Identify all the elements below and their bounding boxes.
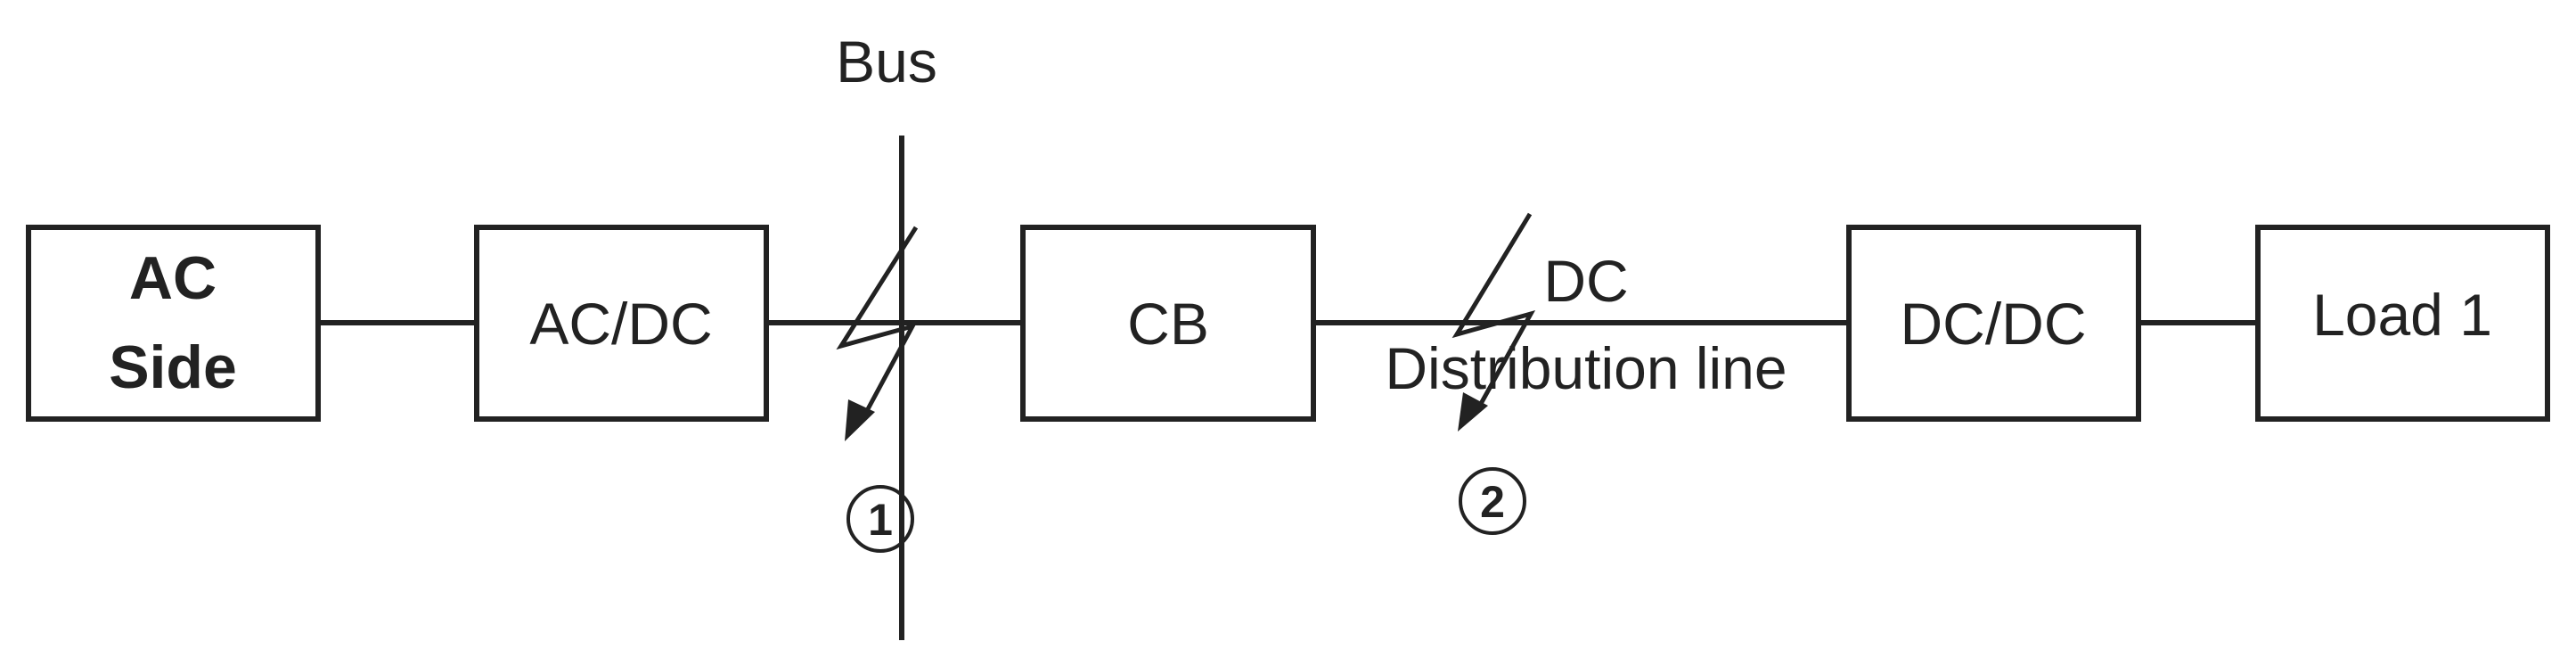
ac-side-block: AC Side bbox=[26, 225, 321, 422]
dcdc-label: DC/DC bbox=[1901, 291, 2087, 357]
cb-label: CB bbox=[1127, 291, 1209, 357]
fault-2-icon bbox=[1452, 212, 1536, 432]
fault-1-number: 1 bbox=[868, 495, 893, 545]
fault-1-icon bbox=[836, 226, 919, 441]
ac-side-label-line1: AC bbox=[129, 244, 217, 312]
acdc-label: AC/DC bbox=[529, 291, 712, 357]
dc-line-label: DC bbox=[1543, 248, 1628, 314]
acdc-converter-block: AC/DC bbox=[474, 225, 769, 422]
fault-2-marker: 2 bbox=[1459, 467, 1526, 535]
distribution-line-label: Distribution line bbox=[1385, 335, 1787, 401]
load-block: Load 1 bbox=[2255, 225, 2550, 422]
dcdc-converter-block: DC/DC bbox=[1846, 225, 2141, 422]
fault-1-marker: 1 bbox=[846, 485, 914, 553]
circuit-breaker-block: CB bbox=[1020, 225, 1316, 422]
load-label: Load 1 bbox=[2312, 282, 2492, 348]
fault-2-number: 2 bbox=[1480, 477, 1505, 527]
bus-label: Bus bbox=[836, 29, 937, 95]
ac-side-label-line2: Side bbox=[109, 333, 237, 401]
